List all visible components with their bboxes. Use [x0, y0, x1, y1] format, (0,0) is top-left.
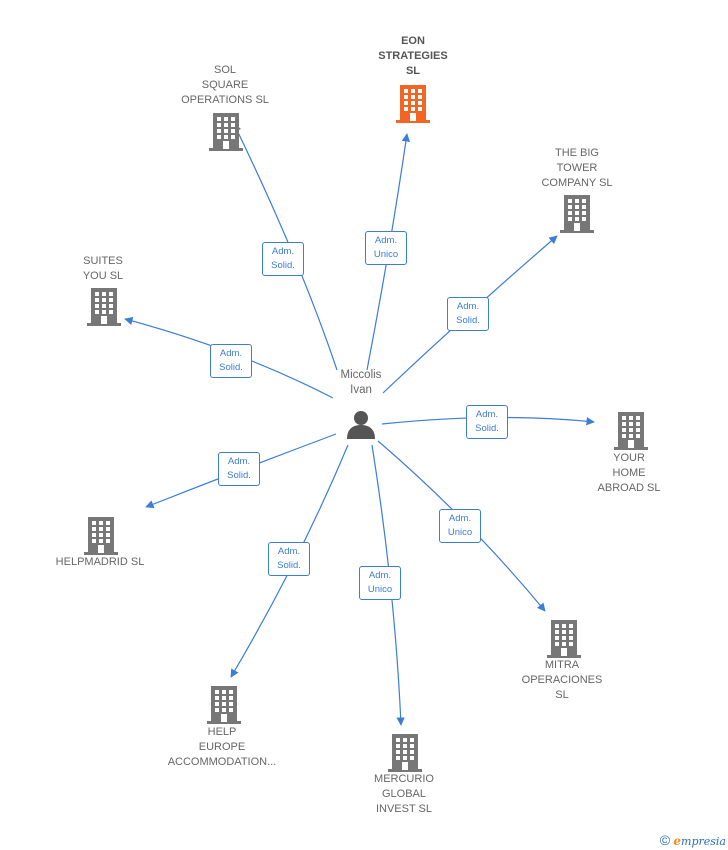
- company-label-yourhome[interactable]: YOUR HOME ABROAD SL: [597, 452, 661, 494]
- building-icon-mercurio[interactable]: [387, 733, 423, 773]
- building-icon-yourhome[interactable]: [613, 411, 649, 451]
- role-badge-suites[interactable]: Adm. Solid.: [210, 344, 252, 378]
- company-label-helpeurope[interactable]: HELP EUROPE ACCOMMODATION...: [167, 726, 277, 768]
- building-icon-sol[interactable]: [208, 112, 244, 152]
- brand-name: mpresia: [681, 835, 726, 848]
- role-badge-mercurio[interactable]: Adm. Unico: [359, 566, 401, 600]
- person-icon[interactable]: [345, 408, 377, 440]
- person-label[interactable]: Miccolis Ivan: [340, 369, 382, 396]
- role-badge-bigtower[interactable]: Adm. Solid.: [447, 297, 489, 331]
- role-badge-sol[interactable]: Adm. Solid.: [262, 242, 304, 276]
- role-badge-helpeurope[interactable]: Adm. Solid.: [268, 542, 310, 576]
- building-icon-suites[interactable]: [86, 287, 122, 327]
- company-label-sol[interactable]: SOL SQUARE OPERATIONS SL: [181, 64, 269, 106]
- company-label-suites[interactable]: SUITES YOU SL: [82, 255, 124, 282]
- role-badge-eon[interactable]: Adm. Unico: [365, 231, 407, 265]
- company-label-helpmadrid[interactable]: HELPMADRID SL: [55, 556, 145, 568]
- building-icon-mitra[interactable]: [546, 619, 582, 659]
- company-label-eon[interactable]: EON STRATEGIES SL: [378, 35, 448, 77]
- building-icon-helpeurope[interactable]: [206, 685, 242, 725]
- building-icon-helpmadrid[interactable]: [83, 516, 119, 556]
- company-label-mercurio[interactable]: MERCURIO GLOBAL INVEST SL: [374, 773, 434, 815]
- building-icon-eon[interactable]: [395, 84, 431, 124]
- role-badge-helpmadrid[interactable]: Adm. Solid.: [218, 452, 260, 486]
- company-label-bigtower[interactable]: THE BIG TOWER COMPANY SL: [541, 147, 613, 189]
- role-badge-yourhome[interactable]: Adm. Solid.: [466, 405, 508, 439]
- company-label-mitra[interactable]: MITRA OPERACIONES SL: [521, 659, 603, 701]
- empresia-watermark: © empresia: [660, 832, 726, 848]
- brand-initial: e: [673, 834, 682, 848]
- role-badge-mitra[interactable]: Adm. Unico: [439, 509, 481, 543]
- building-icon-bigtower[interactable]: [559, 194, 595, 234]
- copyright-symbol: ©: [659, 832, 671, 848]
